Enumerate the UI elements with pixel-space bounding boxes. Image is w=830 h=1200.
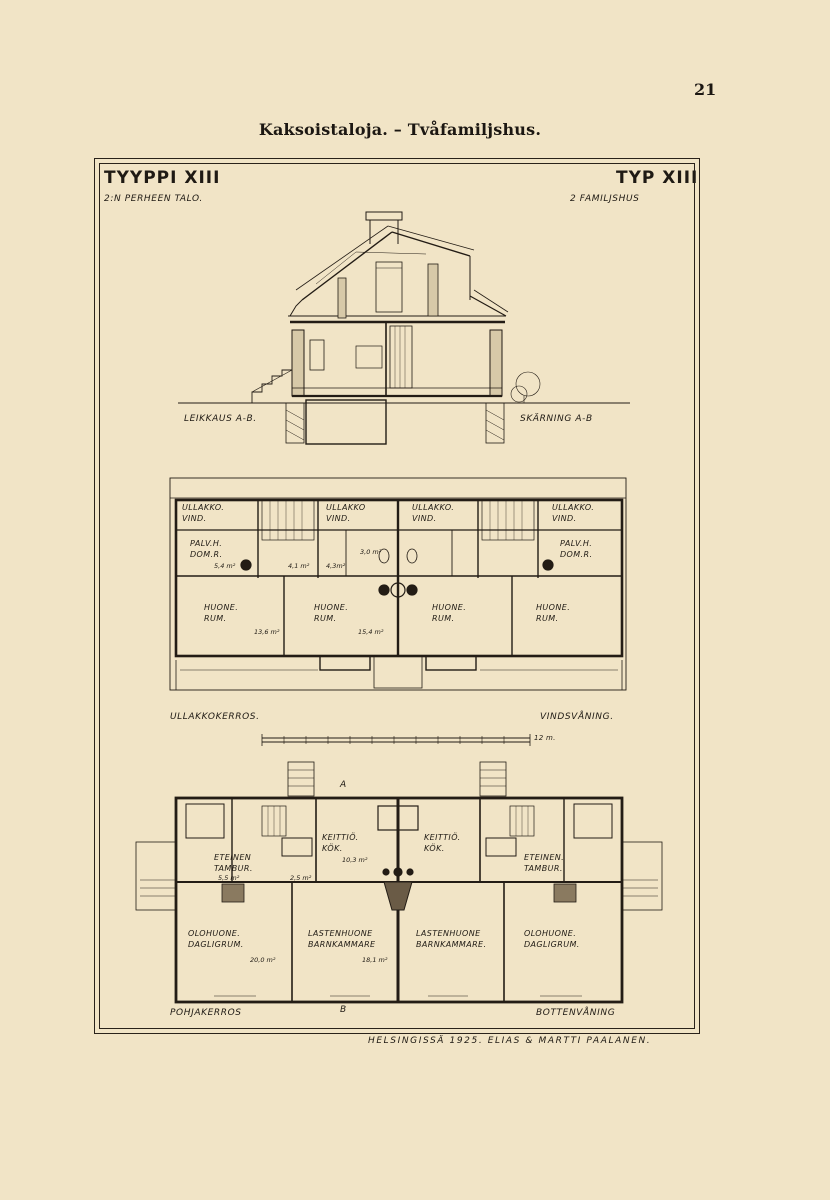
attic-room-huone-4: HUONE. RUM.: [536, 603, 571, 623]
attic-room-ullakko-2: ULLAKKO VIND.: [326, 503, 366, 523]
ground-label-sv: BOTTENVÅNING: [536, 1008, 616, 1018]
attic-area-palv-left: 5,4 m²: [214, 562, 236, 570]
attic-area-hall-left: 4,1 m²: [288, 562, 310, 570]
ground-room-lastenhuone-left: LASTENHUONE BARNKAMMARE: [308, 929, 376, 949]
page-number: 21: [694, 80, 717, 99]
attic-label-fi: ULLAKKOKERROS.: [170, 712, 260, 722]
attic-room-huone-3: HUONE. RUM.: [432, 603, 467, 623]
plate-title-sv: TYP XIII: [616, 168, 699, 188]
section-label-fi: LEIKKAUS A-B.: [184, 414, 257, 424]
ground-area-keittio: 10,3 m²: [342, 856, 368, 864]
ground-label-fi: POHJAKERROS: [170, 1008, 242, 1018]
ground-room-eteinen-left: ETEINEN TAMBUR.: [214, 853, 253, 873]
attic-room-ullakko-1: ULLAKKO. VIND.: [182, 503, 225, 523]
plate-inner-frame: [99, 163, 695, 1029]
attic-room-palv-right: PALV.H. DOM.R.: [560, 539, 593, 559]
ground-room-lastenhuone-right: LASTENHUONE BARNKAMMARE.: [416, 929, 487, 949]
ground-plan-drawing: [135, 761, 663, 1004]
attic-room-huone-1: HUONE. RUM.: [204, 603, 239, 623]
attic-area-wc: 3,0 m²: [360, 548, 382, 556]
attic-plan-drawing: [169, 477, 627, 691]
plate-subtitle-fi: 2:N PERHEEN TALO.: [104, 194, 203, 204]
scale-bar-drawing: [261, 734, 531, 746]
page-title: Kaksoistaloja. – Tvåfamiljshus.: [258, 120, 542, 139]
ground-area-small: 2,5 m²: [290, 874, 312, 882]
marker-a: A: [340, 780, 347, 790]
attic-room-palv-left: PALV.H. DOM.R.: [190, 539, 223, 559]
plate-frame: [94, 158, 700, 1034]
section-drawing: [178, 211, 630, 445]
ground-room-keittio-left: KEITTIÖ. KÖK.: [322, 833, 359, 853]
plate-subtitle-sv: 2 FAMILJSHUS: [570, 194, 640, 204]
attic-area-huone-2: 15,4 m²: [358, 628, 384, 636]
architect-signature: HELSINGISSÄ 1925. ELIAS & MARTTI PAALANE…: [368, 1036, 652, 1046]
ground-area-lastenhuone: 18,1 m²: [362, 956, 388, 964]
marker-b: B: [340, 1005, 347, 1015]
ground-area-olohuone: 20,0 m²: [250, 956, 276, 964]
scale-unit: 12 m.: [534, 734, 556, 742]
attic-room-ullakko-3: ULLAKKO. VIND.: [412, 503, 455, 523]
attic-area-huone-1: 13,6 m²: [254, 628, 280, 636]
section-label-sv: SKÄRNING A-B: [520, 414, 593, 424]
attic-room-ullakko-4: ULLAKKO. VIND.: [552, 503, 595, 523]
plate-title-fi: TYYPPI XIII: [104, 168, 221, 188]
attic-room-huone-2: HUONE. RUM.: [314, 603, 349, 623]
attic-label-sv: VINDSVÅNING.: [540, 712, 614, 722]
ground-room-keittio-right: KEITTIÖ. KÖK.: [424, 833, 461, 853]
ground-room-olohuone-right: OLOHUONE. DAGLIGRUM.: [524, 929, 580, 949]
attic-area-small: 4,3m²: [326, 562, 346, 570]
ground-area-eteinen: 5,5 m²: [218, 874, 240, 882]
ground-room-olohuone-left: OLOHUONE. DAGLIGRUM.: [188, 929, 244, 949]
ground-room-eteinen-right: ETEINEN. TAMBUR.: [524, 853, 565, 873]
